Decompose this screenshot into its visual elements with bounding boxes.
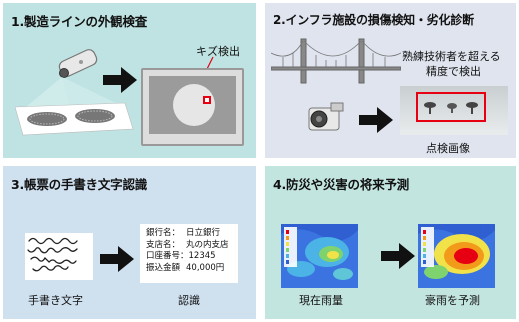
panel-title: 2.インフラ施設の損傷検知・劣化診断 [273, 13, 474, 27]
detection-box [416, 92, 486, 122]
panel-visual-inspection: 1.製造ラインの外観検査 キズ検出 [3, 3, 256, 158]
panel-infrastructure-inspection: 2.インフラ施設の損傷検知・劣化診断 熟練技術者を超える 精度で検出 [265, 3, 516, 158]
defect-label: キズ検出 [196, 45, 240, 58]
panel-title: 4.防災や災害の将来予測 [273, 177, 410, 192]
video-camera-icon [308, 102, 344, 131]
arrow-right-icon [103, 67, 137, 93]
camera-icon [58, 49, 98, 78]
arrow-right-icon [381, 243, 415, 269]
form-row-account: 口座番号：12345 [146, 251, 216, 261]
bridge-illustration [271, 38, 401, 84]
panel-title: 1.製造ラインの外観検査 [11, 14, 148, 29]
inspected-part [173, 84, 215, 126]
forecast-rainfall-map [418, 224, 495, 288]
handwriting-scribble [27, 237, 78, 272]
current-rainfall-label: 現在雨量 [299, 294, 343, 307]
inspection-image-label: 点検画像 [426, 142, 470, 155]
panel-disaster-forecast: 4.防災や災害の将来予測 [265, 166, 516, 319]
inspection-sheet-illustration [15, 49, 134, 136]
current-rainfall-map [281, 224, 358, 288]
handwriting-sample [25, 233, 93, 280]
accuracy-label-line2: 精度で検出 [426, 65, 481, 78]
forecast-label: 豪雨を予測 [425, 294, 480, 307]
form-row-bank: 銀行名：日立銀行 [146, 228, 221, 238]
form-row-branch: 支店名：丸の内支店 [146, 239, 229, 250]
panel-handwriting-recognition: 3.帳票の手書き文字認識 銀行名：日立銀行 支店名：丸の内支店 口座番号：123… [3, 166, 256, 319]
monitor-icon [141, 68, 244, 146]
accuracy-label-line1: 熟練技術者を超える [402, 50, 501, 63]
defect-marker [203, 96, 211, 104]
recognition-label: 認識 [178, 294, 200, 307]
arrow-right-icon [100, 246, 134, 272]
arrow-right-icon [359, 107, 393, 133]
monitor-screen [149, 76, 236, 134]
panel-title: 3.帳票の手書き文字認識 [11, 177, 148, 192]
handwriting-label: 手書き文字 [28, 294, 83, 307]
inspection-photo [400, 86, 508, 135]
crack-marks [424, 102, 478, 114]
